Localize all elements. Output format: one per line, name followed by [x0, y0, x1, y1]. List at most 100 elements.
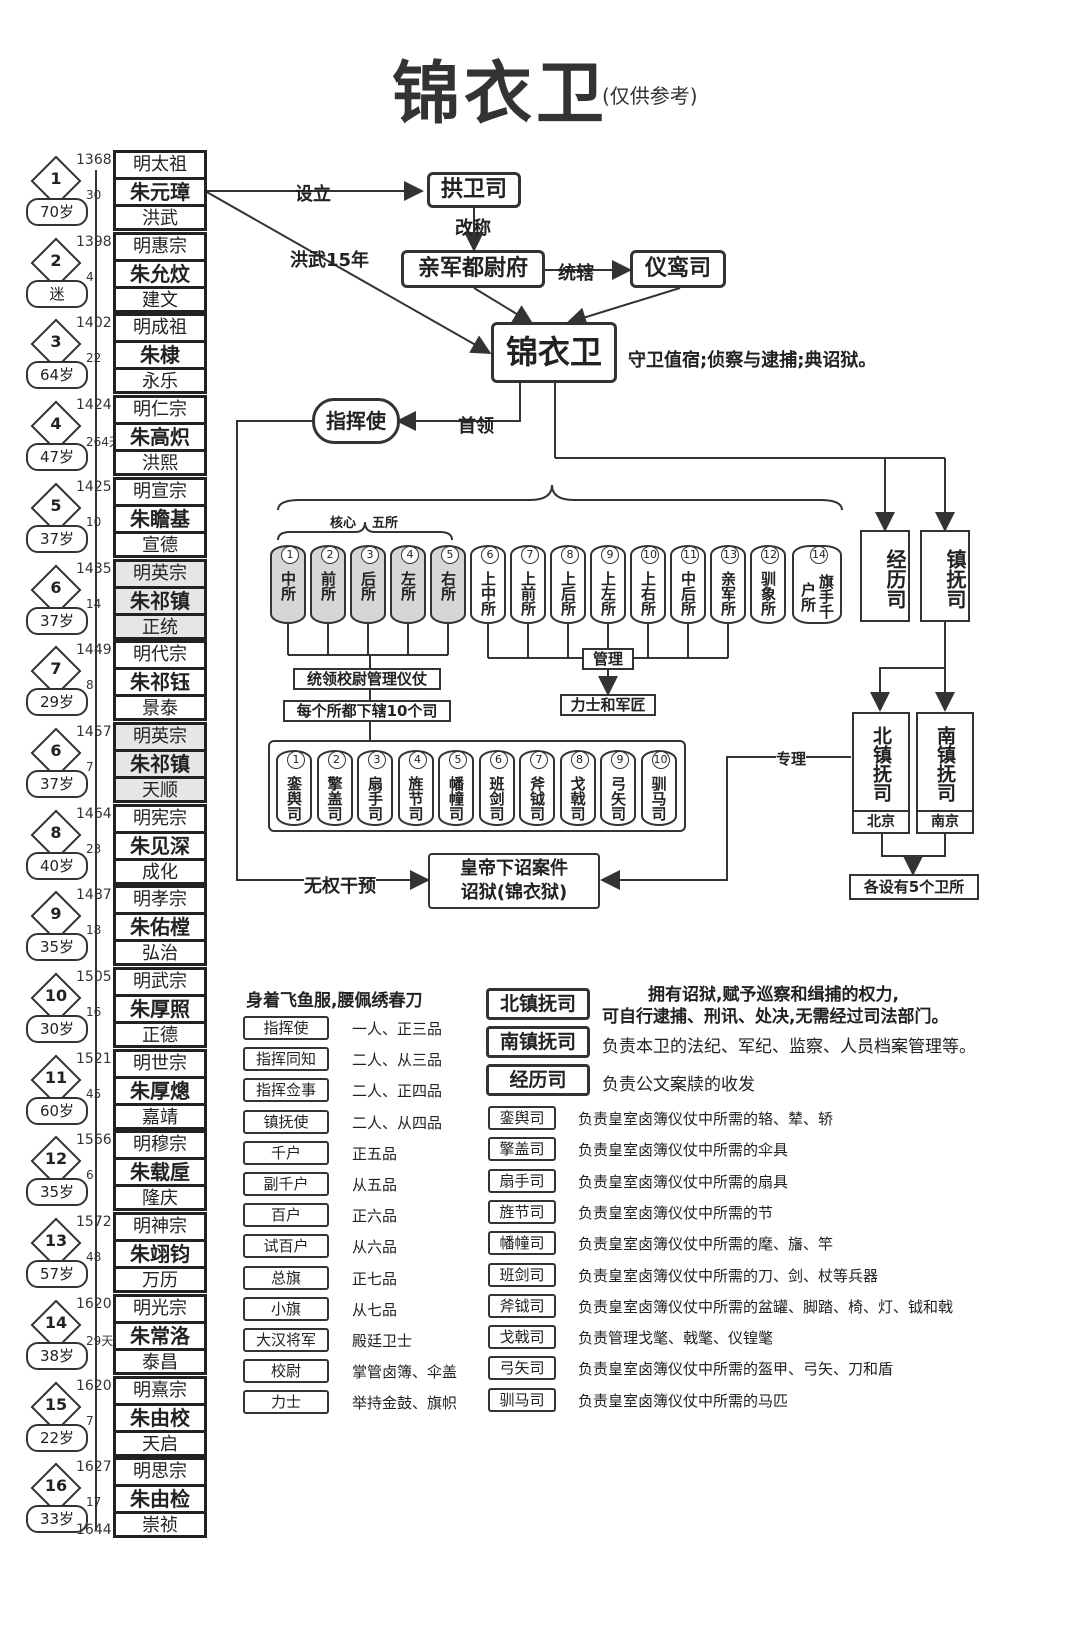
emperor-card: 明孝宗 朱佑樘 弘治: [113, 885, 207, 967]
emperor-name: 朱翊钧: [116, 1239, 204, 1270]
era-name: 隆庆: [142, 1188, 178, 1210]
emperor-index: 8: [50, 822, 62, 842]
wusuo-label: 五所: [372, 516, 399, 531]
emperor-age: 57岁: [26, 1260, 88, 1289]
suo-name: 中后所: [679, 571, 697, 616]
department-description: 负责皇室卤簿仪仗中所需的扇具: [578, 1172, 789, 1191]
suo-name: 后所: [359, 571, 377, 601]
department-title: 斧钺司: [488, 1293, 556, 1318]
emperor-index: 6: [50, 740, 62, 760]
si-name: 弓矢司: [609, 776, 627, 821]
zhaoyu-box: 皇帝下诏案件 诏狱(锦衣狱): [428, 853, 600, 909]
temple-name: 明熹宗: [133, 1379, 187, 1401]
si-name: 扇手司: [366, 776, 384, 821]
department-description: 负责皇室卤簿仪仗中所需的刀、剑、杖等兵器: [578, 1266, 879, 1285]
tongxia-label: 统辖: [558, 263, 594, 284]
zhaoyu-line1: 皇帝下诏案件: [460, 858, 568, 879]
rank-title: 百户: [243, 1203, 329, 1228]
si-name: 班剑司: [487, 776, 506, 821]
major-dept-desc-2: 可自行逮捕、刑讯、处决,无需经过司法部门。: [602, 1007, 949, 1027]
si-name: 斧钺司: [528, 776, 546, 821]
emperor-age: 47岁: [26, 443, 88, 472]
rank-description: 正六品: [352, 1207, 398, 1226]
department-title: 戈戟司: [488, 1325, 556, 1350]
start-year: 1425: [76, 478, 112, 495]
temple-name: 明宪宗: [133, 807, 187, 829]
suo-cylinder: 7 上前所: [510, 545, 546, 624]
suo-name: 亲军所: [719, 571, 737, 616]
era-name: 宣德: [142, 534, 178, 556]
major-dept-desc-1: 负责本卫的法纪、军纪、监察、人员档案管理等。: [602, 1037, 976, 1057]
si-number: 7: [530, 751, 548, 769]
guanli-box: 管理: [582, 648, 634, 670]
emperor-name: 朱由校: [116, 1402, 204, 1433]
jinglisi-label: 经历司: [883, 549, 907, 609]
si-cylinder: 9 弓矢司: [600, 750, 636, 826]
suo-name: 旗手千户所: [799, 574, 835, 619]
reign-years: 18: [86, 923, 102, 938]
start-year: 1572: [76, 1214, 112, 1231]
start-year: 1449: [76, 642, 112, 659]
department-title: 驯马司: [488, 1387, 556, 1412]
suo-number: 1: [281, 546, 299, 564]
rank-title: 大汉将军: [243, 1328, 329, 1352]
era-name: 永乐: [142, 371, 178, 393]
reign-years: 17: [86, 1495, 102, 1510]
nanjing-label: 南京: [918, 810, 972, 832]
si-name: 幡幢司: [447, 776, 465, 821]
department-description: 负责管理戈氅、戟氅、仪锽氅: [578, 1329, 774, 1348]
suo-name: 上右所: [639, 571, 657, 616]
suo-cylinder: 5 右所: [430, 545, 466, 624]
si-number: 3: [368, 751, 386, 769]
start-year: 1457: [76, 723, 112, 740]
si-cylinder: 2 擎盖司: [316, 750, 353, 826]
emperor-card: 明武宗 朱厚照 正德: [113, 967, 207, 1048]
suo-number: 5: [441, 546, 459, 564]
emperor-index: 13: [44, 1231, 68, 1251]
emperor-card: 明世宗 朱厚熜 嘉靖: [113, 1048, 207, 1130]
department-description: 负责皇室卤簿仪仗中所需的盆罐、脚踏、椅、灯、钺和戟: [578, 1297, 954, 1316]
department-description: 负责皇室卤簿仪仗中所需的麾、旛、竿: [578, 1235, 834, 1254]
emperor-name: 朱祁钰: [116, 667, 204, 698]
suo-name: 上后所: [559, 571, 577, 616]
rank-description: 殿廷卫士: [352, 1332, 413, 1350]
si-cylinder: 6 班剑司: [478, 750, 515, 826]
reign-years: 14: [86, 596, 102, 611]
emperor-age: 37岁: [26, 769, 88, 798]
rank-description: 举持金鼓、旗帜: [352, 1394, 458, 1413]
sheli-label: 设立: [295, 184, 331, 205]
start-year: 1398: [76, 233, 112, 250]
rank-title: 小旗: [243, 1296, 329, 1321]
rank-description: 二人、正四品: [352, 1082, 443, 1101]
department-description: 负责皇室卤簿仪仗中所需的节: [578, 1203, 774, 1222]
suo-number: 13: [721, 546, 739, 564]
emperor-age: 30岁: [26, 1015, 88, 1043]
suo-cylinder: 12 驯象所: [750, 545, 786, 624]
yiluansi-box: 仪鸾司: [630, 250, 726, 288]
start-year: 1424: [76, 397, 112, 414]
page-title: 锦衣卫: [392, 55, 609, 134]
era-name: 天顺: [142, 779, 178, 801]
era-name: 成化: [142, 861, 178, 883]
temple-name: 明成祖: [133, 317, 187, 339]
suo-name: 右所: [439, 571, 457, 601]
department-title: 扇手司: [488, 1168, 556, 1193]
jinglisi-box: 经历司: [860, 530, 910, 622]
rank-title: 指挥佥事: [243, 1078, 329, 1103]
emperor-index: 7: [50, 659, 62, 679]
rank-description: 从六品: [352, 1238, 398, 1257]
department-title: 銮舆司: [488, 1106, 556, 1130]
jinyiwei-duty: 守卫值宿;侦察与逮捕;典诏狱。: [628, 350, 877, 371]
si-cylinder: 4 旌节司: [397, 750, 434, 826]
emperor-name: 朱厚熜: [116, 1075, 204, 1106]
rank-title: 指挥使: [243, 1016, 329, 1040]
era-name: 洪熙: [142, 453, 178, 475]
suo-number: 6: [481, 546, 499, 564]
si-name: 旌节司: [406, 776, 425, 821]
zhenfusi-box: 镇抚司: [920, 530, 970, 622]
major-dept-title: 北镇抚司: [486, 988, 590, 1020]
si-cylinder: 8 戈戟司: [559, 750, 596, 826]
emperor-name: 朱祁镇: [116, 748, 204, 779]
era-name: 崇祯: [142, 1515, 178, 1537]
